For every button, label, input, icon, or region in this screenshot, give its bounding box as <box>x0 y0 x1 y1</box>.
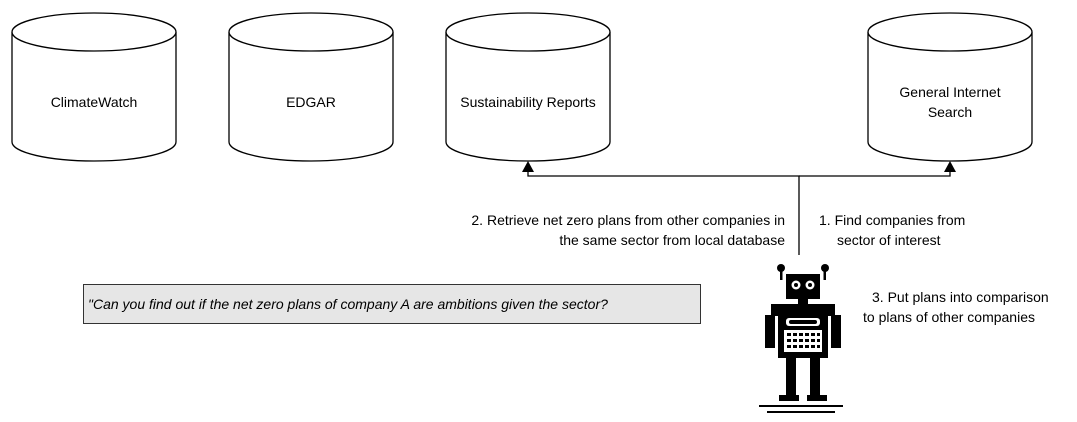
database-edgar <box>228 12 394 162</box>
database-general-internet-search <box>867 12 1033 162</box>
database-label-line: Search <box>927 104 973 120</box>
arrowhead-to-general-internet-search <box>944 161 956 172</box>
database-label-climatewatch: ClimateWatch <box>50 94 138 110</box>
step-3-line: 3. Put plans into comparison <box>872 289 1049 305</box>
database-sustainability-reports <box>445 12 611 162</box>
database-label-line: General Internet <box>899 84 1001 100</box>
user-query-box: "Can you find out if the net zero plans … <box>83 284 701 324</box>
user-query-text: "Can you find out if the net zero plans … <box>88 296 608 312</box>
database-label-edgar: EDGAR <box>286 94 336 110</box>
step-2-label: 2. Retrieve net zero plans from other co… <box>380 210 785 250</box>
step-1-line: 1. Find companies from <box>819 212 966 228</box>
step-1-label: 1. Find companies from sector of interes… <box>819 210 1039 250</box>
step-3-label: 3. Put plans into comparison to plans of… <box>863 287 1073 327</box>
robot-icon <box>759 264 843 413</box>
step-1-line: sector of interest <box>837 232 941 248</box>
step-2-line: 2. Retrieve net zero plans from other co… <box>471 212 785 228</box>
database-label-general-internet-search: General Internet Search <box>868 82 1032 122</box>
database-label-sustainability-reports: Sustainability Reports <box>460 94 596 110</box>
step-3-line: to plans of other companies <box>863 309 1035 325</box>
arrowhead-to-sustainability-reports <box>522 161 534 172</box>
database-climatewatch <box>11 12 177 162</box>
step-2-line: the same sector from local database <box>559 232 785 248</box>
